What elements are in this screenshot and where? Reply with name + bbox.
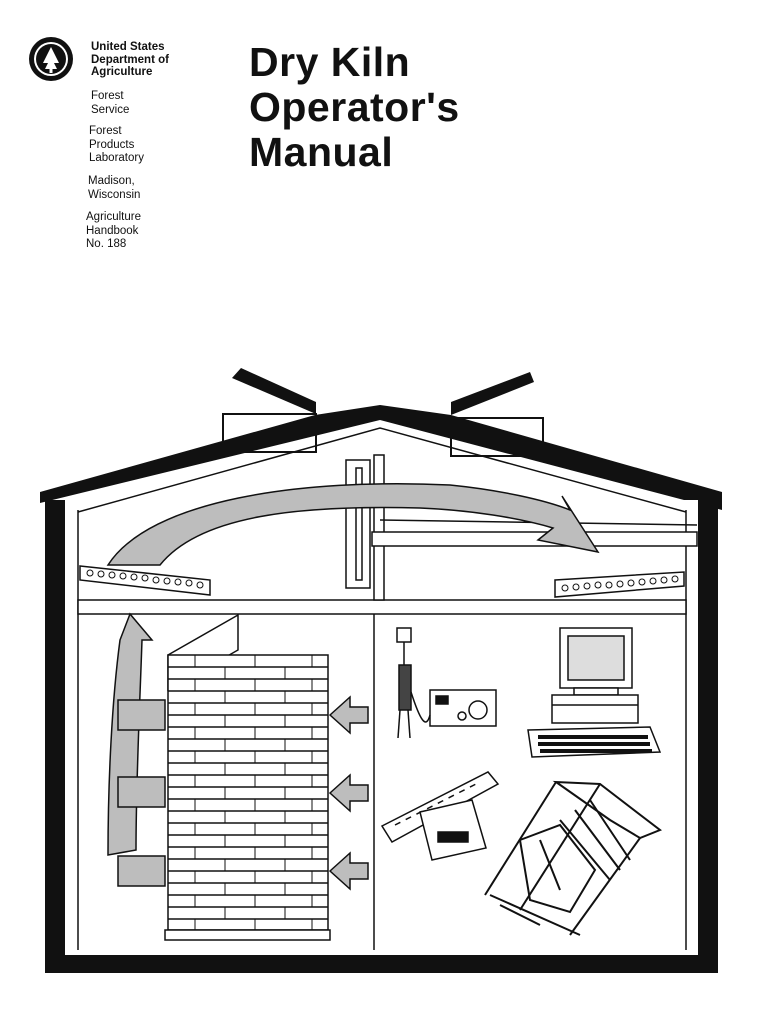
usda-forest-service-logo-icon (29, 37, 73, 81)
series-line: Agriculture (86, 211, 141, 223)
service-line: Forest (91, 90, 124, 102)
title-line: Operator's (249, 84, 460, 130)
lab-name: Forest Products Laboratory (89, 125, 144, 166)
computer-icon (527, 627, 662, 758)
handbook-series: Agriculture Handbook No. 188 (86, 211, 141, 252)
scale-icon (419, 799, 487, 861)
series-line: Handbook (86, 224, 139, 237)
agency-line: Department of (91, 53, 169, 66)
lab-line: Laboratory (89, 152, 144, 164)
kiln-frame-icon (484, 780, 663, 936)
agency-line: Agriculture (91, 66, 153, 78)
page-title: Dry Kiln Operator's Manual (249, 40, 460, 175)
location-line: Madison, (88, 175, 135, 187)
service-line: Service (91, 103, 130, 116)
lab-line: Products (89, 138, 135, 151)
airflow-arrow-icon (106, 483, 600, 566)
kiln-cross-section-illustration (40, 368, 722, 973)
title-line: Manual (249, 129, 394, 175)
location-line: Wisconsin (88, 188, 141, 201)
lumber-stack-icon (164, 613, 331, 941)
title-line: Dry Kiln (249, 39, 411, 85)
lab-line: Forest (89, 125, 122, 137)
series-line: No. 188 (86, 238, 127, 250)
service-name: Forest Service (91, 90, 129, 117)
location: Madison, Wisconsin (88, 175, 140, 202)
moisture-meter-icon (396, 627, 497, 739)
agency-line: United States (91, 41, 165, 53)
agency-name: United States Department of Agriculture (91, 41, 169, 79)
